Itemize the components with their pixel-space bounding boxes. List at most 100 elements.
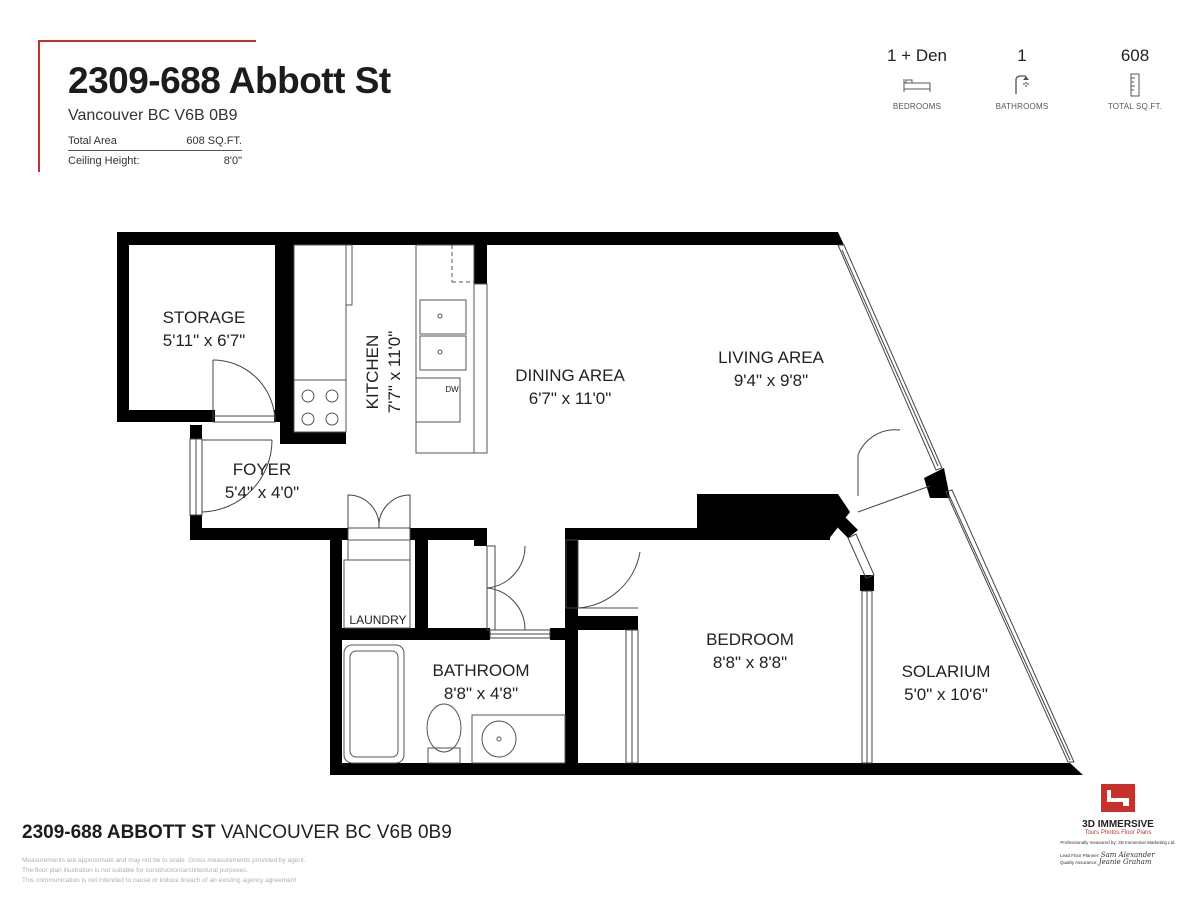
walls	[117, 232, 1083, 775]
brand-name: 3D IMMERSIVE	[1082, 819, 1154, 830]
living-dims: 9'4" x 9'8"	[734, 371, 808, 390]
toilet	[426, 703, 462, 753]
fixtures	[293, 244, 566, 764]
brand-tagline: Tours Photos Floor Plans	[1084, 830, 1152, 836]
bathroom-dims: 8'8" x 4'8"	[444, 684, 518, 703]
footer-address: 2309-688 ABBOTT ST VANCOUVER BC V6B 0B9	[22, 822, 452, 844]
disclaimer-line-3: This communication is not intended to ca…	[22, 877, 297, 884]
kitchen-counter-left	[293, 244, 347, 433]
wall-foyer-bottom-right	[410, 528, 487, 540]
brand-planner-signature: Sam Alexander	[1100, 851, 1155, 859]
vanity	[471, 714, 566, 764]
burner-2	[325, 389, 339, 403]
brand-qa-label: Quality Assurance:	[1060, 860, 1098, 865]
ceiling-height-value: 8'0"	[223, 155, 242, 167]
ceiling-height-label: Ceiling Height:	[68, 155, 140, 167]
wall-storage-bottom-left	[117, 410, 215, 422]
ruler-icon	[1085, 72, 1185, 98]
wall-kitchen-stub	[474, 232, 487, 284]
wall-bath-right-top	[550, 628, 578, 640]
footer-address-bold: 2309-688 ABBOTT ST	[22, 822, 216, 843]
listing-title: 2309-688 Abbott St	[68, 60, 391, 101]
counter-edge	[473, 283, 488, 454]
foyer-name: FOYER	[233, 460, 292, 479]
brand-qa-row: Quality Assurance: Jeanie Graham	[1060, 859, 1176, 866]
wall-bedroom-left	[565, 528, 578, 775]
door-laundry-left	[347, 494, 380, 529]
sink-2	[419, 335, 467, 371]
door-bedroom	[577, 540, 638, 609]
doors	[201, 359, 931, 764]
window-living	[837, 244, 943, 471]
footer-address-rest: VANCOUVER BC V6B 0B9	[215, 822, 452, 843]
bath-sink	[481, 720, 517, 758]
burner-4	[325, 412, 339, 426]
burner-3	[301, 412, 315, 426]
room-labels: STORAGE 5'11" x 6'7" KITCHEN 7'7" x 11'0…	[163, 308, 991, 704]
window-solarium	[945, 489, 1075, 763]
stat-sqft-label: TOTAL SQ.FT.	[1107, 102, 1163, 111]
stat-bathrooms-label: BATHROOMS	[995, 102, 1049, 111]
stat-bedrooms-value: 1 + Den	[886, 46, 947, 65]
kitchen-dims: 7'7" x 11'0"	[385, 331, 404, 414]
living-name: LIVING AREA	[718, 348, 824, 367]
brand-mark-icon	[1101, 784, 1135, 812]
stove	[293, 379, 347, 433]
wall-closet-top	[474, 528, 487, 546]
door-closet-2	[486, 587, 526, 631]
storage-name: STORAGE	[163, 308, 246, 327]
stat-sqft: 608 TOTAL SQ.FT.	[1085, 46, 1185, 111]
ceiling-height-row: Ceiling Height: 8'0"	[68, 155, 242, 167]
wall-bath-left	[330, 528, 342, 775]
laundry-name: LAUNDRY	[349, 613, 406, 627]
wall-kitchen-bottom	[280, 432, 346, 444]
wall-laundry-bottom	[330, 628, 490, 640]
disclaimer-line-1: Measurements are approximate and may not…	[22, 857, 306, 864]
door-closet-1	[486, 545, 526, 589]
brand-planner-label: Lead Floor Planner:	[1060, 853, 1100, 858]
foyer-dims: 5'4" x 4'0"	[225, 483, 299, 502]
windows	[189, 244, 1075, 764]
shower-icon	[972, 72, 1072, 98]
door-living-balcony	[857, 429, 901, 496]
total-area-row: Total Area 608 SQ.FT.	[68, 135, 242, 151]
door-laundry-right	[378, 494, 411, 529]
dining-name: DINING AREA	[515, 366, 625, 385]
bathtub	[343, 644, 405, 764]
wall-kitchen-left	[280, 232, 294, 444]
kitchen-name: KITCHEN	[363, 335, 382, 410]
stat-bathrooms: 1 BATHROOMS	[972, 46, 1072, 111]
total-area-value: 608 SQ.FT.	[186, 135, 242, 147]
listing-subtitle: Vancouver BC V6B 0B9	[68, 107, 238, 124]
accent-bar-horizontal	[38, 40, 256, 42]
brand-planner-row: Lead Floor Planner: Sam Alexander	[1060, 852, 1176, 859]
wall-foyer-left-top	[190, 425, 202, 439]
dishwasher-label: DW	[445, 385, 459, 394]
solarium-name: SOLARIUM	[902, 662, 991, 681]
disclaimer-line-2: The floor plan illustration is not suita…	[22, 867, 249, 874]
wall-column	[697, 494, 850, 540]
stat-bedrooms-label: BEDROOMS	[892, 102, 942, 111]
window-solarium-angle	[847, 533, 875, 579]
wall-bedroom-closet	[578, 616, 638, 630]
fridge-edge	[345, 244, 353, 306]
stat-bathrooms-value: 1	[1017, 46, 1027, 65]
solarium-dims: 5'0" x 10'6"	[904, 685, 988, 704]
stat-bedrooms: 1 + Den BEDROOMS	[867, 46, 967, 111]
bedroom-dims: 8'8" x 8'8"	[713, 653, 787, 672]
wall-laundry-right	[415, 540, 428, 630]
dishwasher	[415, 377, 461, 423]
wall-window-post	[924, 468, 950, 498]
total-area-label: Total Area	[68, 135, 117, 147]
wall-foyer-bottom	[190, 528, 348, 540]
brand-measured-by: Professionally measured by: 3D Immersive…	[1060, 840, 1176, 845]
sink-1	[419, 299, 467, 335]
bed-icon	[867, 72, 967, 98]
burner-1	[301, 389, 315, 403]
wall-bottom	[330, 763, 1083, 775]
disclaimer: Measurements are approximate and may not…	[22, 856, 306, 886]
brand-logo: 3D IMMERSIVE Tours Photos Floor Plans Pr…	[1060, 784, 1176, 866]
dining-dims: 6'7" x 11'0"	[529, 389, 612, 408]
wall-solarium-top	[838, 512, 858, 538]
